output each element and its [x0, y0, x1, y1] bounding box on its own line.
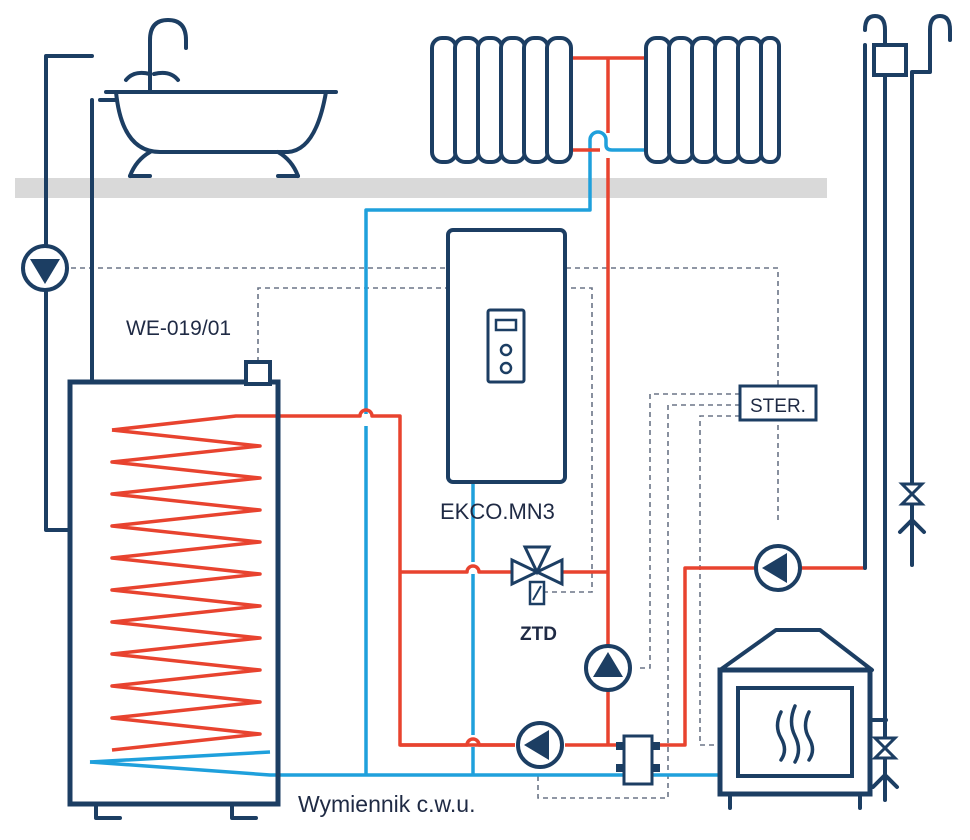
valve-upper-icon: [898, 482, 926, 497]
exchanger-label: Wymiennik c.w.u.: [298, 791, 475, 817]
hot-water-tank: [67, 360, 281, 820]
controller-box: [738, 384, 818, 422]
boiler-label: EKCO.MN3: [440, 499, 555, 524]
pump-fireplace: [754, 544, 802, 592]
controller-label: STER.: [750, 396, 806, 417]
valve-label: ZTD: [520, 624, 557, 645]
radiator-left: [430, 36, 573, 164]
bathtub: [98, 18, 338, 178]
electric-boiler: [446, 228, 567, 484]
valve-lower-icon: [871, 736, 899, 751]
fireplace: [717, 628, 874, 810]
pump-exchanger: [516, 721, 564, 769]
tank-sensor: [244, 360, 272, 386]
boiler-knob-lower: [499, 361, 513, 375]
tank-model-label: WE-019/01: [126, 317, 231, 340]
plate-heat-exchanger: [616, 734, 660, 786]
radiator-right: [644, 36, 781, 164]
pump-boiler-circuit: [584, 644, 632, 692]
flame-icon: [775, 704, 815, 764]
control-wiring: [62, 267, 779, 799]
boiler-control-panel: [486, 308, 526, 384]
cold-water-pipes: [89, 130, 720, 777]
three-way-valve: [510, 545, 564, 606]
open-expansion-riser: [863, 14, 952, 802]
pump-hot-water-circulation: [21, 244, 69, 292]
boiler-knob-upper: [499, 343, 513, 357]
floor-band: [15, 178, 827, 198]
hot-water-circulation-line: [44, 54, 94, 532]
